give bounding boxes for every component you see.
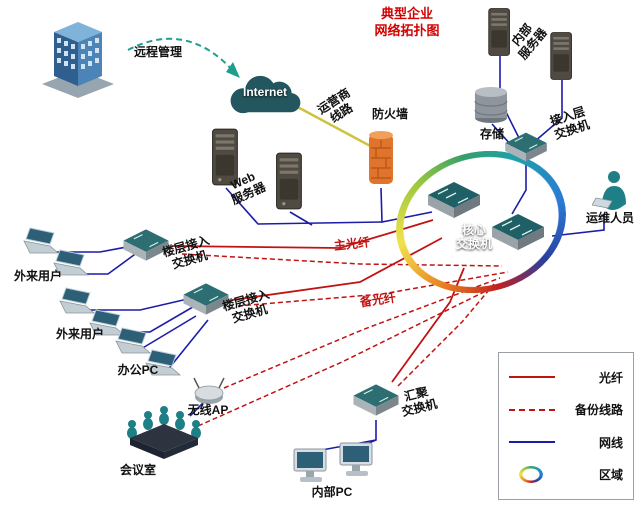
internal-server-1 <box>482 6 518 58</box>
page-title: 典型企业 网络拓扑图 <box>374 6 440 38</box>
server-icon <box>276 152 302 210</box>
cloud-icon <box>230 75 301 114</box>
floor-switch-1 <box>120 226 172 264</box>
switch-icon <box>428 182 480 218</box>
desktop-icon <box>293 448 327 482</box>
external-user-laptop <box>86 308 128 340</box>
server-icon <box>550 32 572 80</box>
carrier-line-segment <box>291 102 375 150</box>
zone-ring-swatch <box>519 466 543 484</box>
external-user-laptop <box>50 248 92 280</box>
laptop-icon <box>89 309 126 336</box>
core-switch-2 <box>488 208 548 256</box>
office-pc-laptop <box>112 326 154 358</box>
core-switch-1 <box>424 176 484 224</box>
fiber-line-swatch <box>509 376 555 379</box>
floor-switch-2 <box>180 280 232 318</box>
person-icon <box>592 171 626 210</box>
legend: 光纤 备份线路 网线 区域 <box>498 352 634 500</box>
backup-line-swatch <box>509 408 555 411</box>
laptop-icon <box>115 327 152 354</box>
server-icon <box>212 128 238 186</box>
storage-icon <box>474 87 508 123</box>
laptop-icon <box>23 227 60 254</box>
internet-cloud <box>222 70 308 120</box>
laptop-icon <box>59 287 96 314</box>
ops-staff-node <box>592 168 632 214</box>
legend-label: 区域 <box>598 468 623 483</box>
switch-icon <box>492 214 544 250</box>
web-server-2 <box>268 150 312 212</box>
switch-icon <box>505 132 547 162</box>
switch-icon <box>123 229 169 261</box>
storage-node <box>470 80 512 126</box>
access-point-icon <box>193 377 225 404</box>
internal-server-2 <box>544 30 580 82</box>
access-switch-node <box>502 130 550 164</box>
laptop-icon <box>53 249 90 276</box>
conference-table-icon <box>127 406 201 459</box>
switch-icon <box>353 384 399 416</box>
legend-label: 备份线路 <box>574 403 623 418</box>
laptop-icon <box>145 349 182 376</box>
legend-item-fiber: 光纤 <box>509 363 623 391</box>
external-user-laptop <box>20 226 62 258</box>
cable-line-swatch <box>509 441 555 444</box>
legend-item-backup: 备份线路 <box>509 396 623 424</box>
agg-switch-node <box>350 380 402 420</box>
firewall-icon <box>369 131 393 184</box>
headquarters-building <box>28 12 128 100</box>
legend-item-cable: 网线 <box>509 428 623 456</box>
legend-item-zone: 区域 <box>509 461 623 489</box>
server-icon <box>488 8 510 56</box>
web-server-1 <box>204 126 248 188</box>
firewall-node <box>366 126 396 188</box>
external-user-laptop <box>56 286 98 318</box>
internal-pc-monitor <box>290 446 332 488</box>
remote-mgmt-arrow <box>127 37 240 78</box>
switch-icon <box>183 283 229 315</box>
desktop-icon <box>339 442 373 476</box>
office-pc-laptop <box>142 348 184 380</box>
meeting-room-node <box>118 402 210 466</box>
internal-pc-monitor <box>336 440 378 482</box>
building-icon <box>42 22 114 98</box>
legend-label: 光纤 <box>598 370 623 385</box>
legend-label: 网线 <box>598 435 623 450</box>
wireless-ap-node <box>190 374 228 406</box>
